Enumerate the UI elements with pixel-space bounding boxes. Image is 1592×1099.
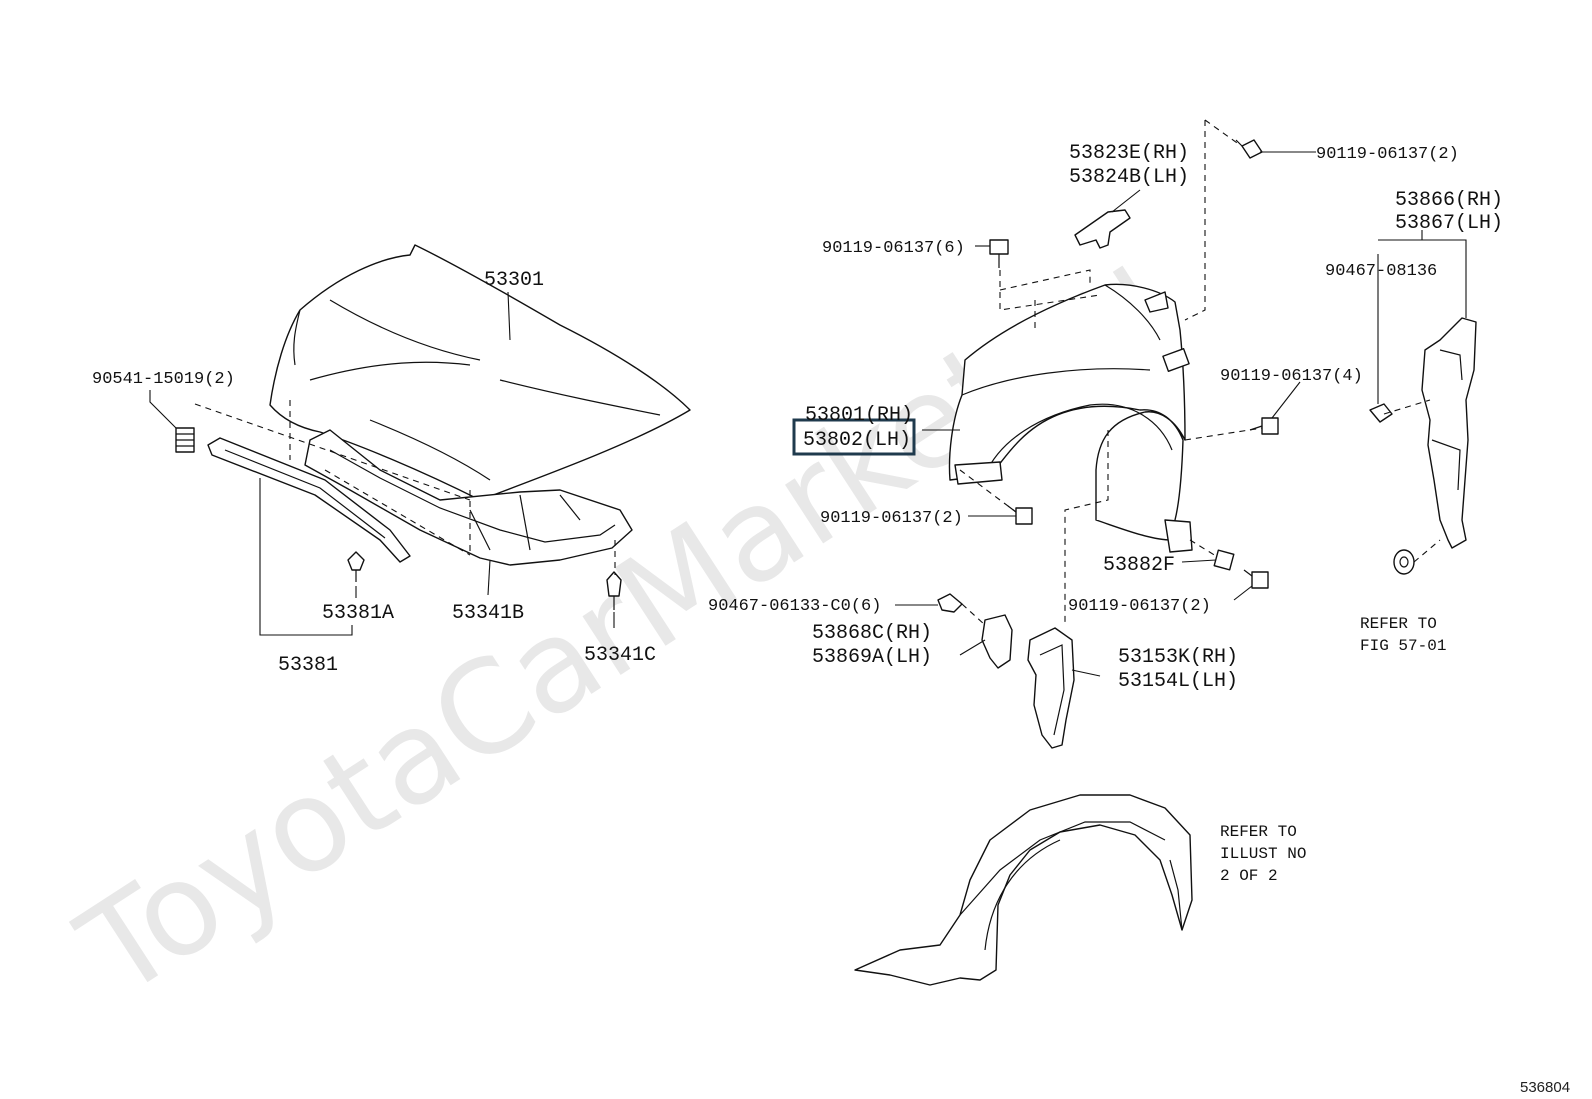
hood-group xyxy=(149,244,691,636)
label-bracket-rh: 53868C(RH) xyxy=(812,622,932,645)
hood-seal-strip[interactable] xyxy=(207,437,411,563)
label-bracket-clip: 90467-06133-C0(6) xyxy=(708,597,881,616)
fender-pad[interactable] xyxy=(1213,549,1235,571)
label-refer-illust-2: ILLUST NO xyxy=(1220,845,1306,863)
fender-protector[interactable] xyxy=(1027,627,1075,749)
fender-group xyxy=(854,119,1477,986)
label-protector-lh: 53154L(LH) xyxy=(1118,670,1238,693)
label-hood-clip-c: 53341C xyxy=(584,644,656,667)
label-bracket-lh: 53869A(LH) xyxy=(812,646,932,669)
highlight-box xyxy=(792,418,916,456)
label-fender-bolt-6: 90119-06137(6) xyxy=(822,239,965,258)
fender-bracket[interactable] xyxy=(981,614,1013,669)
hood-bolt-icon[interactable] xyxy=(175,427,195,453)
label-hood: 53301 xyxy=(484,269,544,292)
label-refer-fig-1: REFER TO xyxy=(1360,615,1437,633)
hood-clip-c-icon[interactable] xyxy=(606,571,622,610)
label-refer-illust-1: REFER TO xyxy=(1220,823,1297,841)
fender-bolt-top-icon[interactable] xyxy=(1235,139,1263,159)
label-fender-pad: 53882F xyxy=(1103,554,1175,577)
bracket-clip-icon[interactable] xyxy=(937,593,963,613)
label-hood-inner-frame: 53341B xyxy=(452,602,524,625)
label-seal-rh: 53866(RH) xyxy=(1395,189,1503,212)
label-refer-fig-2: FIG 57-01 xyxy=(1360,637,1446,655)
label-seal-lh: 53867(LH) xyxy=(1395,212,1503,235)
label-fender-cover-rh: 53823E(RH) xyxy=(1069,142,1189,165)
hood-panel[interactable] xyxy=(269,244,691,501)
fender-seal[interactable] xyxy=(1421,317,1477,549)
figure-number: 536804 xyxy=(1520,1079,1570,1096)
label-fender-bolt-4: 90119-06137(4) xyxy=(1220,367,1363,386)
label-hood-seal-clip: 53381A xyxy=(322,602,394,625)
seal-clip-icon[interactable] xyxy=(1369,403,1393,423)
label-fender-lh[interactable]: 53802(LH) xyxy=(803,429,911,452)
label-fender-cover-lh: 53824B(LH) xyxy=(1069,166,1189,189)
label-refer-illust-3: 2 OF 2 xyxy=(1220,867,1278,885)
fender-bolt-4-icon[interactable] xyxy=(1249,417,1279,435)
label-hood-bolt: 90541-15019(2) xyxy=(92,370,235,389)
label-seal-clip: 90467-08136 xyxy=(1325,262,1437,281)
grommet-icon[interactable] xyxy=(1393,549,1415,575)
fender-cover[interactable] xyxy=(1074,209,1131,249)
hood-inner-frame[interactable] xyxy=(304,429,633,566)
label-hood-seal: 53381 xyxy=(278,654,338,677)
fender-liner[interactable] xyxy=(854,794,1193,986)
label-fender-bolt-top: 90119-06137(2) xyxy=(1316,145,1459,164)
fender-bolt-lower-icon[interactable] xyxy=(1007,505,1033,525)
hood-seal-clip-icon[interactable] xyxy=(347,551,365,582)
label-fender-bolt-bottom: 90119-06137(2) xyxy=(1068,597,1211,616)
fender-bolt-6-icon[interactable] xyxy=(989,239,1009,268)
label-fender-rh: 53801(RH) xyxy=(805,404,913,427)
fender-bolt-bottom-icon[interactable] xyxy=(1243,569,1269,589)
label-protector-rh: 53153K(RH) xyxy=(1118,646,1238,669)
fender-panel[interactable] xyxy=(948,283,1186,541)
label-fender-bolt-lower: 90119-06137(2) xyxy=(820,509,963,528)
